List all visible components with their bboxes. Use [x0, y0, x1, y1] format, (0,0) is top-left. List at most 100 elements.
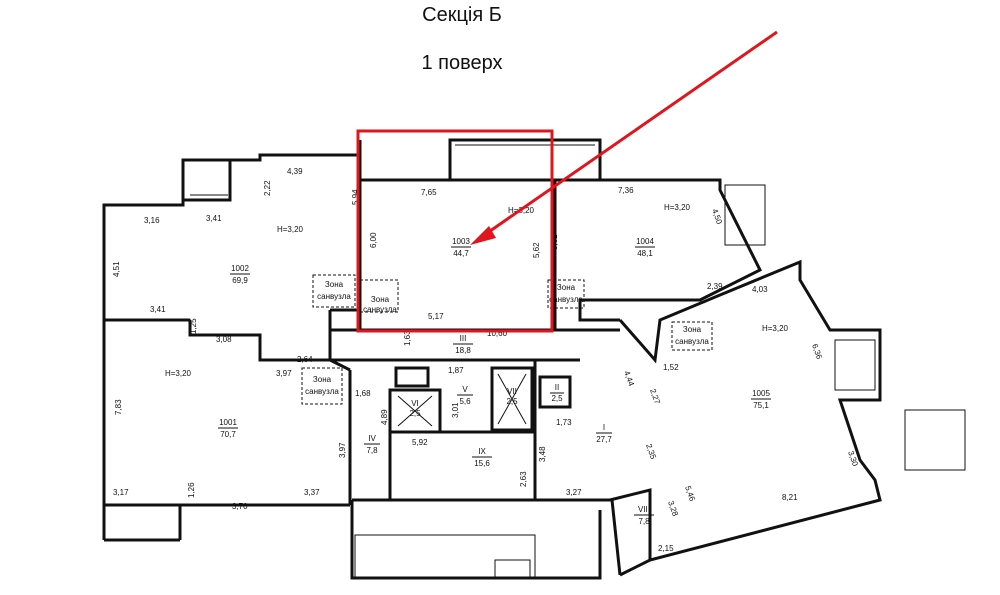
dimension: 1,87: [448, 366, 464, 375]
room-number: 1003: [452, 237, 470, 246]
height-label: H=3,20: [664, 203, 691, 212]
zone-labels: Зона санвузла Зона санвузла Зона санвузл…: [305, 280, 709, 396]
dimension: 1,52: [663, 363, 679, 372]
zone-label-line1: Зона: [313, 375, 332, 384]
dimension: 5,61: [550, 234, 559, 250]
room-number: 1005: [752, 389, 770, 398]
dimension: 4,39: [287, 167, 303, 176]
dimension: 3,08: [216, 335, 232, 344]
dimension: 3,16: [144, 216, 160, 225]
zone-label-line2: санвузла: [675, 337, 709, 346]
space-IX: IX 15,6: [472, 447, 492, 468]
room-1003: 1003 44,7: [451, 237, 471, 258]
walls: [102, 138, 966, 580]
zone-label-line1: Зона: [683, 325, 702, 334]
section-title: Секція Б: [422, 4, 502, 26]
room-1005: 1005 75,1: [751, 389, 771, 410]
room-area: 75,1: [753, 401, 769, 410]
dimension: 1,25: [189, 318, 198, 334]
room-number: 1002: [231, 264, 249, 273]
space-area: 18,8: [455, 346, 471, 355]
highlight-box: [356, 129, 554, 333]
room-area: 48,1: [637, 249, 653, 258]
zone-label-line1: Зона: [557, 283, 576, 292]
space-area: 5,6: [459, 397, 471, 406]
height-label: H=3,20: [762, 324, 789, 333]
dimension: 5,92: [412, 438, 428, 447]
space-number: IV: [368, 434, 376, 443]
space-area: 2,5: [551, 394, 563, 403]
dimension: 2,27: [648, 388, 662, 406]
room-number: 1001: [219, 418, 237, 427]
highlight-annotation: [356, 30, 778, 333]
sanitary-zones: [301, 274, 713, 405]
dimension: 3,37: [304, 488, 320, 497]
dimension: 5,62: [532, 242, 541, 258]
dimension: 4,50: [710, 208, 724, 226]
dimension: 2,64: [297, 355, 313, 364]
dimension: 3,70: [232, 502, 248, 511]
room-number: 1004: [636, 237, 654, 246]
dimension: 2,39: [707, 282, 723, 291]
room-1004: 1004 48,1: [635, 237, 655, 258]
dimension: 7,36: [618, 186, 634, 195]
space-number: IX: [478, 447, 486, 456]
apartment-labels: 1001 70,7 1002 69,9 1003 44,7 1004 48,1 …: [218, 237, 771, 439]
arrow-icon: [479, 30, 778, 240]
dimension: 4,51: [112, 261, 121, 277]
dimension: 4,44: [622, 370, 636, 388]
space-number: II: [555, 383, 559, 392]
dimension: 5,17: [428, 312, 444, 321]
sanitary-zone: [547, 279, 585, 309]
room-area: 70,7: [220, 430, 236, 439]
space-number: VIII: [638, 505, 650, 514]
space-V: V 5,6: [457, 385, 473, 406]
room-1002: 1002 69,9: [230, 264, 250, 285]
sanitary-zone: [301, 367, 343, 405]
dimension: 3,41: [150, 305, 166, 314]
dimension: 2,15: [658, 544, 674, 553]
floor-title: 1 поверх: [421, 52, 503, 74]
space-area: 7,8: [366, 446, 378, 455]
space-II: II 2,5: [550, 383, 564, 403]
dimension: 2,35: [644, 443, 658, 461]
height-label: H=3,20: [277, 225, 304, 234]
dimension: 3,17: [113, 488, 129, 497]
dimension: 1,63: [403, 330, 412, 346]
space-number: I: [603, 423, 605, 432]
space-number: VI: [411, 399, 419, 408]
zone-label-line2: санвузла: [363, 305, 397, 314]
dimension-labels: 4,39 2,22 3,16 3,41 4,51 3,41 1,25 3,08 …: [112, 167, 860, 553]
space-VI: VI 2,5: [409, 399, 421, 418]
dimension: 7,83: [114, 399, 123, 415]
space-IV: IV 7,8: [364, 434, 380, 455]
dimension: 5,94: [351, 189, 360, 205]
space-VII: VII 2,5: [506, 387, 518, 406]
height-label: H=3,20: [165, 369, 192, 378]
space-VIII: VIII 7,8: [634, 505, 654, 526]
space-area: 2,5: [506, 397, 518, 406]
dimension: 3,97: [276, 369, 292, 378]
dimension: 4,03: [752, 285, 768, 294]
dimension: 5,46: [683, 485, 697, 503]
room-area: 69,9: [232, 276, 248, 285]
dimension: 1,26: [187, 482, 196, 498]
dimension: 10,60: [487, 329, 508, 338]
zone-label-line1: Зона: [325, 280, 344, 289]
space-area: 27,7: [596, 435, 612, 444]
dimension: 6,00: [369, 232, 378, 248]
space-number: VII: [507, 387, 517, 396]
dimension: 4,89: [380, 409, 389, 425]
dimension: 3,27: [566, 488, 582, 497]
dimension: 3,28: [666, 500, 680, 518]
dimension: 3,41: [206, 214, 222, 223]
room-area: 44,7: [453, 249, 469, 258]
dimension: 7,65: [421, 188, 437, 197]
dimension: 6,36: [810, 343, 824, 361]
dimension: 1,68: [355, 389, 371, 398]
common-space-labels: I 27,7 II 2,5 III 18,8 IV 7,8 V 5,6 VI 2…: [364, 334, 654, 526]
zone-label-line1: Зона: [371, 295, 390, 304]
space-III: III 18,8: [453, 334, 473, 355]
dimension: 3,97: [338, 442, 347, 458]
